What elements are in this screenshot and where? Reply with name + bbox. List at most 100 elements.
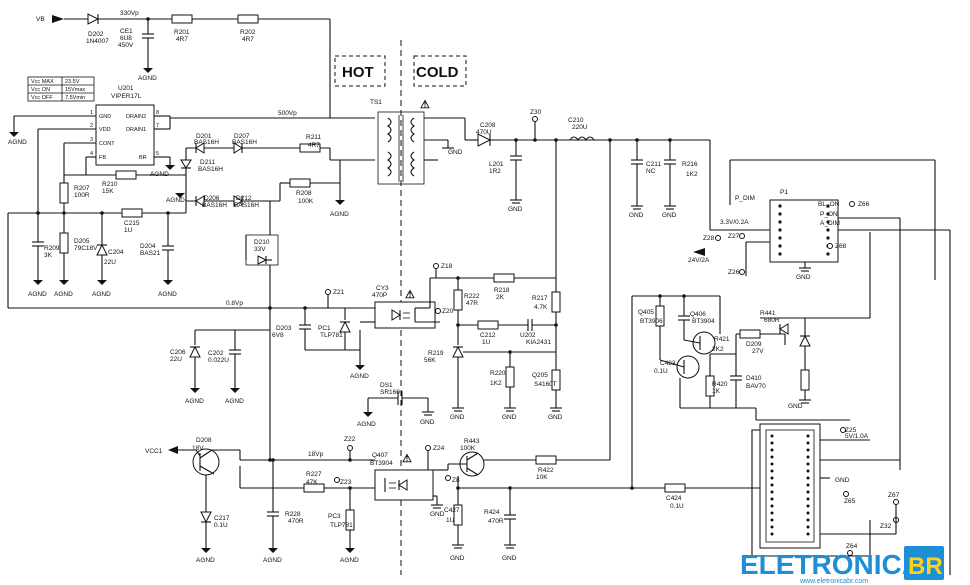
net-0.8vp: 0.8Vp (226, 300, 243, 307)
svg-text:Z27: Z27 (728, 233, 740, 240)
svg-text:C212: C212 (480, 332, 496, 339)
d202-val: 1N4007 (86, 38, 109, 45)
svg-text:⚠: ⚠ (402, 453, 412, 465)
r217-resistor (477, 320, 499, 330)
ce1-val: 6U8 (120, 35, 132, 42)
r202-resistor (237, 14, 259, 24)
svg-text:AGND: AGND (263, 557, 282, 564)
cold-zone-box (413, 55, 467, 87)
svg-text:R207: R207 (74, 185, 90, 192)
svg-text:Vcc OFF: Vcc OFF (31, 95, 53, 101)
svg-text:BT3906: BT3906 (640, 318, 663, 325)
svg-text:470R: 470R (488, 518, 504, 525)
svg-text:Z22: Z22 (344, 436, 356, 443)
svg-text:C210: C210 (568, 117, 584, 124)
svg-text:R422: R422 (538, 467, 554, 474)
svg-text:470R: 470R (288, 518, 304, 525)
svg-text:D212: D212 (236, 195, 252, 202)
svg-text:DRAIN1: DRAIN1 (126, 127, 146, 133)
d210-zener (189, 345, 201, 358)
r201-resistor (171, 14, 193, 24)
net-vb: VB (36, 16, 45, 23)
svg-text:GND: GND (450, 414, 465, 421)
svg-text:NC: NC (646, 168, 656, 175)
svg-text:1R2: 1R2 (489, 168, 501, 175)
svg-text:CY3: CY3 (376, 285, 389, 292)
svg-text:R227: R227 (306, 471, 322, 478)
svg-text:Z30: Z30 (530, 109, 542, 116)
svg-text:Q407: Q407 (372, 452, 388, 459)
svg-text:R218: R218 (494, 287, 510, 294)
net-330vp: 330Vp (120, 10, 139, 17)
svg-text:1U: 1U (482, 339, 491, 346)
d211-diode (180, 159, 192, 169)
ce1-val2: 450V (118, 42, 134, 49)
r441-resistor (800, 369, 810, 391)
svg-text:ELETRONICA: ELETRONICA (740, 549, 922, 580)
svg-text:D205: D205 (74, 238, 90, 245)
d410-diode (779, 323, 789, 335)
svg-text:Z67: Z67 (888, 492, 900, 499)
p1-pin (778, 220, 782, 224)
r420-resistor (739, 329, 761, 339)
p1-pin (826, 228, 830, 232)
svg-text:VDD: VDD (99, 127, 111, 133)
svg-text:0.022U: 0.022U (208, 357, 229, 364)
svg-text:1U: 1U (446, 517, 455, 524)
p1-pin (826, 220, 830, 224)
svg-text:S4160T: S4160T (534, 381, 557, 388)
r210-resistor (59, 182, 69, 204)
connector-pin (770, 455, 774, 459)
svg-text:GND: GND (448, 149, 463, 156)
svg-text:22U: 22U (104, 259, 116, 266)
svg-text:BAV70: BAV70 (746, 383, 766, 390)
svg-text:AGND: AGND (225, 398, 244, 405)
svg-text:470U: 470U (476, 129, 492, 136)
svg-text:R420: R420 (712, 381, 728, 388)
r201-ref: R201 (174, 29, 190, 36)
svg-text:R228: R228 (285, 511, 301, 518)
svg-text:R211: R211 (306, 134, 321, 141)
svg-text:GND: GND (99, 114, 111, 120)
svg-text:15Vmax: 15Vmax (65, 87, 85, 93)
svg-text:BR: BR (139, 155, 147, 161)
ts1-transformer (377, 111, 425, 185)
svg-text:Z68: Z68 (835, 243, 847, 250)
svg-text:220U: 220U (572, 124, 588, 131)
svg-text:Q406: Q406 (690, 311, 706, 318)
svg-text:BAS16H: BAS16H (198, 166, 223, 173)
svg-text:R219: R219 (428, 350, 444, 357)
svg-text:A_DIM: A_DIM (820, 220, 840, 227)
svg-text:AGND: AGND (196, 557, 215, 564)
svg-text:470P: 470P (372, 292, 387, 299)
svg-text:C423: C423 (660, 360, 676, 367)
svg-text:Z24: Z24 (433, 445, 445, 452)
svg-text:AGND: AGND (357, 421, 376, 428)
svg-text:BAS21: BAS21 (140, 250, 161, 257)
svg-text:8: 8 (156, 110, 159, 116)
svg-text:AGND: AGND (185, 398, 204, 405)
u201-body (95, 104, 155, 166)
svg-text:GND: GND (508, 206, 523, 213)
svg-text:SR160: SR160 (380, 389, 400, 396)
connector-pin (806, 525, 810, 529)
svg-text:Z23: Z23 (340, 479, 352, 486)
d204-diode (257, 255, 268, 265)
d209-zener (799, 334, 811, 347)
svg-text:C208: C208 (480, 122, 496, 129)
svg-text:FB: FB (99, 155, 106, 161)
svg-text:R424: R424 (484, 509, 500, 516)
svg-text:L201: L201 (489, 161, 504, 168)
svg-text:Q405: Q405 (638, 309, 654, 316)
svg-text:GND: GND (430, 511, 445, 518)
r211-resistor (289, 178, 311, 188)
svg-text:R217: R217 (532, 295, 548, 302)
pc3-optocoupler (374, 469, 434, 501)
p1-label: P1 (780, 189, 788, 196)
svg-text:R209: R209 (44, 245, 60, 252)
svg-text:7: 7 (156, 123, 159, 129)
connector-pin (770, 497, 774, 501)
connector-pin (806, 497, 810, 501)
connector-pin (770, 511, 774, 515)
